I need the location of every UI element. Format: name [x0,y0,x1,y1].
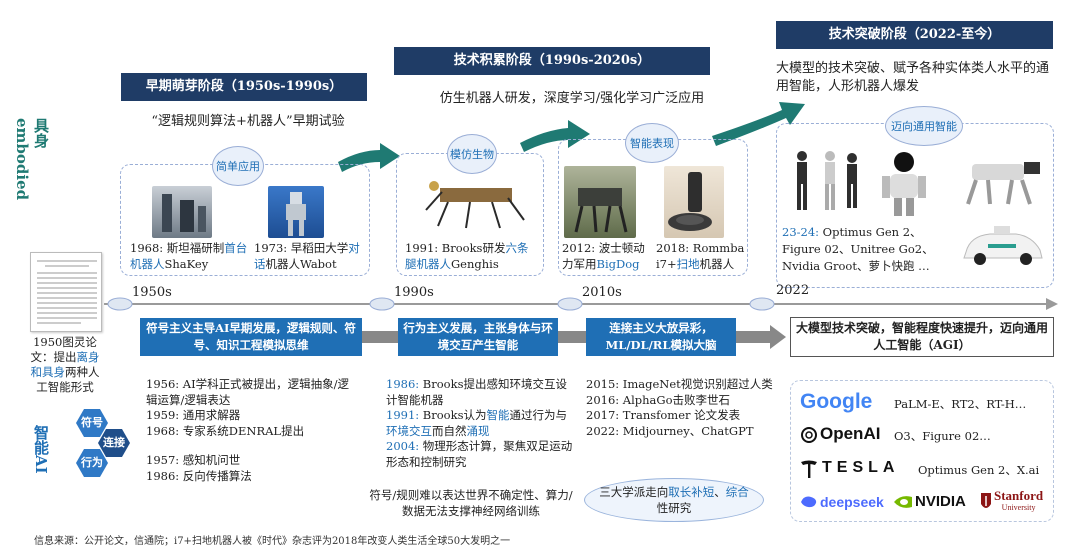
photo-figure [868,148,940,218]
stanford-icon [980,492,992,512]
timeline-1990s: 1990s [394,285,434,300]
arrow-icon [712,102,805,146]
tesla-icon [800,460,818,478]
photo-wabot [268,186,324,238]
list-item: 1956: AI学科正式被提出，逻辑抽象/逻辑运算/逻辑表达 [146,377,350,407]
schools-diagram [76,409,130,477]
item-23-24: 23-24: Optimus Gen 2、Figure 02、Unitree G… [782,225,934,273]
openai-models: O3、Figure 02… [894,429,991,443]
item-1991: 1991: Brooks研发六条腿机器人Genghis [405,241,529,271]
bubble-simple-app: 简单应用 [212,146,264,186]
stage-accum-title: 技术积累阶段（1990s-2020s） [394,47,710,75]
photo-roomba [664,166,724,238]
stage-early-subtitle: “逻辑规则算法+机器人”早期试验 [151,114,345,129]
bubble-imitate: 模仿生物 [447,134,497,174]
bar-agi: 大模型技术突破，智能程度快速提升，迈向通用人工智能（AGI） [790,317,1054,357]
progress-bar-arrow [770,325,786,349]
bar-symbolism: 符号主义主导AI早期发展，逻辑规则、符号、知识工程模拟思维 [140,318,362,356]
nvidia-icon [893,494,913,510]
stage-early-title: 早期萌芽阶段（1950s-1990s） [121,73,367,101]
openai-logo: OpenAI [820,424,881,443]
tesla-models: Optimus Gen 2、X.ai [918,463,1040,477]
item-1968: 1968: 斯坦福研制首台机器人ShaKey [130,241,248,271]
stage-accum-subtitle: 仿生机器人研发，深度学习/强化学习广泛应用 [439,91,705,106]
list-item: 1957: 感知机问世 [146,453,241,467]
tesla-logo: TESLA [822,459,900,476]
side-label-embodied: 具身embodied [13,118,50,201]
photo-genghis [420,170,532,232]
nvidia-logo: NVIDIA [915,493,966,510]
item-2018: 2018: Rommba i7+扫地机器人 [656,241,745,271]
deepseek-logo: deepseek [820,494,884,510]
list-item: 2016: AlphaGo击败李世石 [586,392,731,407]
stage-breakthrough-subtitle: 大模型的技术突破、赋予各种实体类人水平的通用智能，人形机器人爆发 [776,61,1050,94]
school-connect: 连接 [103,436,125,449]
google-logo: Google [800,390,873,413]
turing-caption: 1950图灵论文：提出离身和具身两种人工智能形式 [30,335,100,394]
stage-breakthrough-title: 技术突破阶段（2022-至今） [776,21,1053,49]
item-2012: 2012: 波士顿动力军用BigDog [562,241,645,271]
list-symbolism: 1956: AI学科正式被提出，逻辑抽象/逻辑运算/逻辑表达 1959: 通用求… [146,377,358,484]
list-item: 1959: 通用求解器 [146,408,241,422]
list-item: 2022: Midjourney、ChatGPT [586,423,754,438]
timeline [104,297,1058,311]
timeline-2010s: 2010s [582,285,622,300]
list-item: 1991: Brooks认为智能通过行为与环境交互而自然涌现 [386,408,567,438]
synthesis-ellipse: 三大学派走向取长补短、综合性研究 [584,478,764,522]
timeline-2022-label: 2022 [776,283,810,298]
photo-humanoids [788,148,864,216]
photo-go2 [944,150,1048,210]
photo-bigdog [564,166,636,238]
deepseek-icon [800,494,818,510]
bubble-smart: 智能表现 [625,123,679,163]
list-connectionism: 2015: ImageNet视觉识别超过人类 2016: AlphaGo击败李世… [586,377,776,439]
list-item: 1968: 专家系统DENRAL提出 [146,423,305,438]
photo-shakey [152,186,212,238]
list-item: 1986: Brooks提出感知环境交互设计智能机器 [386,377,567,407]
list-item: 2017: Transfomer 论文发表 [586,408,741,422]
school-symbol: 符号 [81,416,103,429]
bubble-general: 迈向通用智能 [885,106,963,146]
list-item: 2004: 物理形态计算，聚焦双足运动形态和控制研究 [386,439,573,469]
item-1973: 1973: 早稻田大学对话机器人Wabot [254,241,360,271]
list-item: 1986: 反向传播算法 [146,468,252,483]
google-models: PaLM-E、RT2、RT-H… [894,397,1027,411]
source-note: 信息来源：公开论文，信通院；i7+扫地机器人被《时代》杂志评为2018年改变人类… [34,536,511,547]
bar-connectionism: 连接主义大放异彩，ML/DL/RL模拟大脑 [586,318,736,356]
list-item: 2015: ImageNet视觉识别超过人类 [586,377,773,391]
timeline-1950s: 1950s [132,285,172,300]
companies-box [790,380,1054,522]
side-label-ai: 智能AI [32,425,50,474]
openai-icon [800,426,818,444]
arrow-icon [520,120,590,152]
list-behaviorism-note: 符号/规则难以表达世界不确定性、算力/数据无法支撑神经网络训练 [369,488,573,518]
list-behaviorism: 1986: Brooks提出感知环境交互设计智能机器 1991: Brooks认… [386,377,576,470]
bar-behaviorism: 行为主义发展，主张身体与环境交互产生智能 [398,318,558,356]
turing-paper-image [30,252,102,332]
stanford-logo: Stanford University [994,488,1044,512]
photo-robotaxi [960,222,1046,268]
school-behavior: 行为 [81,456,103,469]
